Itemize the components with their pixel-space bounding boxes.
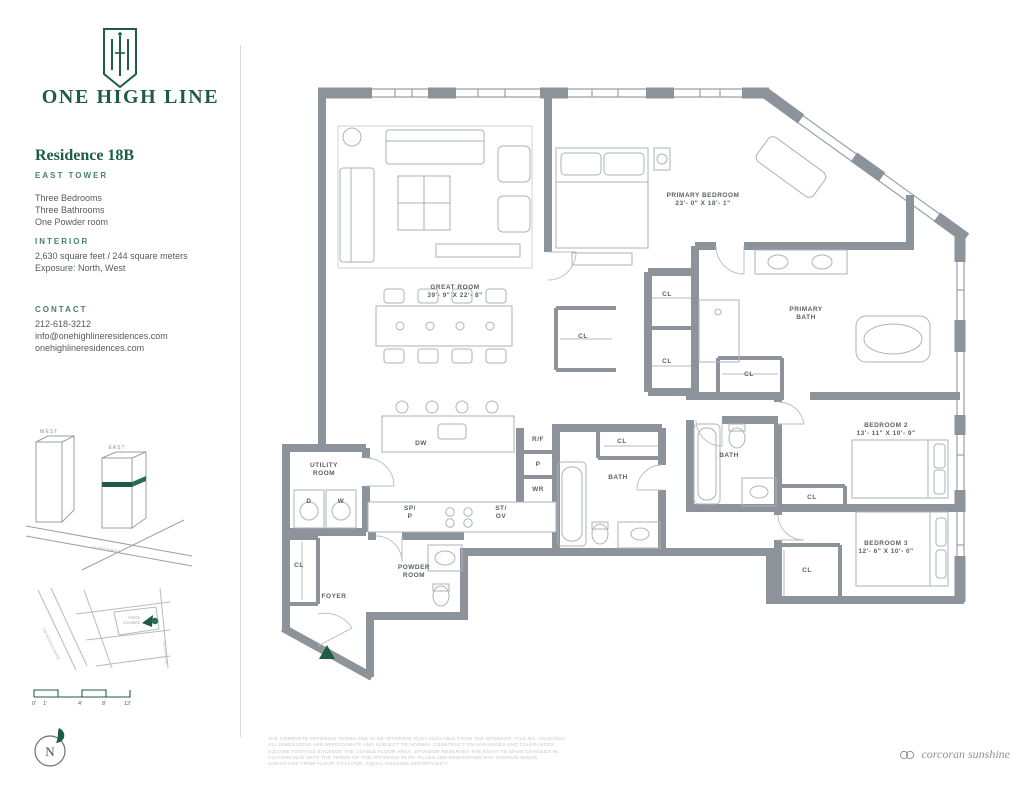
site-marker-icon	[142, 615, 153, 627]
east-tower-label: EAST	[108, 445, 125, 451]
tower-subtitle: EAST TOWER	[35, 171, 109, 180]
corcoran-sunshine-text: corcoran sunshine	[921, 747, 1010, 761]
contact-details: 212-618-3212 info@onehighlineresidences.c…	[35, 318, 168, 354]
highlighted-floor	[102, 482, 132, 487]
interior-line: 2,630 square feet / 244 square meters	[35, 251, 188, 261]
exterior-walls	[318, 87, 970, 602]
scale-8: 8'	[102, 701, 106, 706]
interior-heading: INTERIOR	[35, 237, 90, 246]
unit-walls	[281, 88, 964, 681]
closet-walls	[286, 306, 847, 606]
contact-heading: CONTACT	[35, 305, 88, 314]
north-label: N	[45, 744, 55, 759]
scale-bar: 0' 1' 4' 8' 12'	[32, 689, 131, 706]
residence-title: Residence 18B	[35, 147, 135, 164]
contact-line: 212-618-3212	[35, 319, 92, 329]
high-line-label: THE HIGH LINE	[162, 640, 169, 666]
building-illustration: WEST EAST W 18TH STREET	[25, 429, 193, 571]
corcoran-sunshine-logo: corcoran sunshine	[880, 747, 1010, 762]
interlocking-circles-icon	[900, 750, 915, 759]
street-label: W 18TH STREET	[92, 545, 121, 554]
interior-line: Exposure: North, West	[35, 263, 126, 273]
scale-0: 0'	[32, 701, 36, 706]
feature-line: Three Bedrooms	[35, 193, 103, 203]
legal-disclaimer: THE COMPLETE OFFERING TERMS ARE IN AN OF…	[268, 737, 567, 768]
site-map: PORTE COCHERE THE HUDSON RIVER THE HIGH …	[37, 588, 171, 671]
one-high-line-crest-icon	[103, 28, 137, 89]
scale-12: 12'	[124, 701, 131, 706]
scale-4: 4'	[78, 701, 82, 706]
north-compass-icon: N	[34, 728, 66, 767]
scale-1: 1'	[43, 701, 47, 706]
porte-cochere-label-2: COCHERE	[123, 621, 141, 625]
entry-marker-triangle-icon	[319, 645, 335, 659]
feature-line: Three Bathrooms	[35, 205, 105, 215]
brand-title: ONE HIGH LINE	[41, 86, 220, 108]
contact-line: onehighlineresidences.com	[35, 343, 145, 353]
porte-cochere-label-1: PORTE	[128, 616, 140, 620]
feature-line: One Powder room	[35, 217, 109, 227]
door-swings	[317, 245, 805, 647]
furniture	[293, 125, 949, 607]
contact-line: info@onehighlineresidences.com	[35, 331, 168, 341]
vertical-divider	[240, 45, 241, 737]
closet-rods	[301, 297, 785, 600]
west-tower-label: WEST	[40, 429, 58, 435]
